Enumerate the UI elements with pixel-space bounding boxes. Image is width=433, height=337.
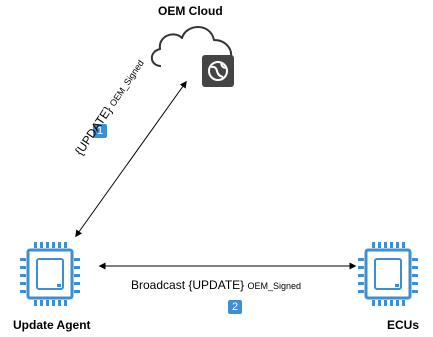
edge-label-main: Broadcast {UPDATE} bbox=[131, 278, 245, 292]
step-badge-1: 1 bbox=[93, 124, 107, 138]
edge-cloud-agent bbox=[75, 80, 187, 238]
agent-title: Update Agent bbox=[13, 318, 91, 332]
ecus-title: ECUs bbox=[387, 318, 420, 332]
chip-icon bbox=[20, 242, 80, 306]
cloud-globe-icon bbox=[150, 26, 234, 87]
cloud-title: OEM Cloud bbox=[158, 4, 223, 18]
edge-label-sub: OEM_Signed bbox=[247, 281, 302, 291]
step-badge-2: 2 bbox=[228, 300, 242, 314]
chip-icon bbox=[358, 242, 418, 306]
edge-label-agent-ecus: Broadcast {UPDATE} OEM_Signed bbox=[131, 278, 301, 292]
